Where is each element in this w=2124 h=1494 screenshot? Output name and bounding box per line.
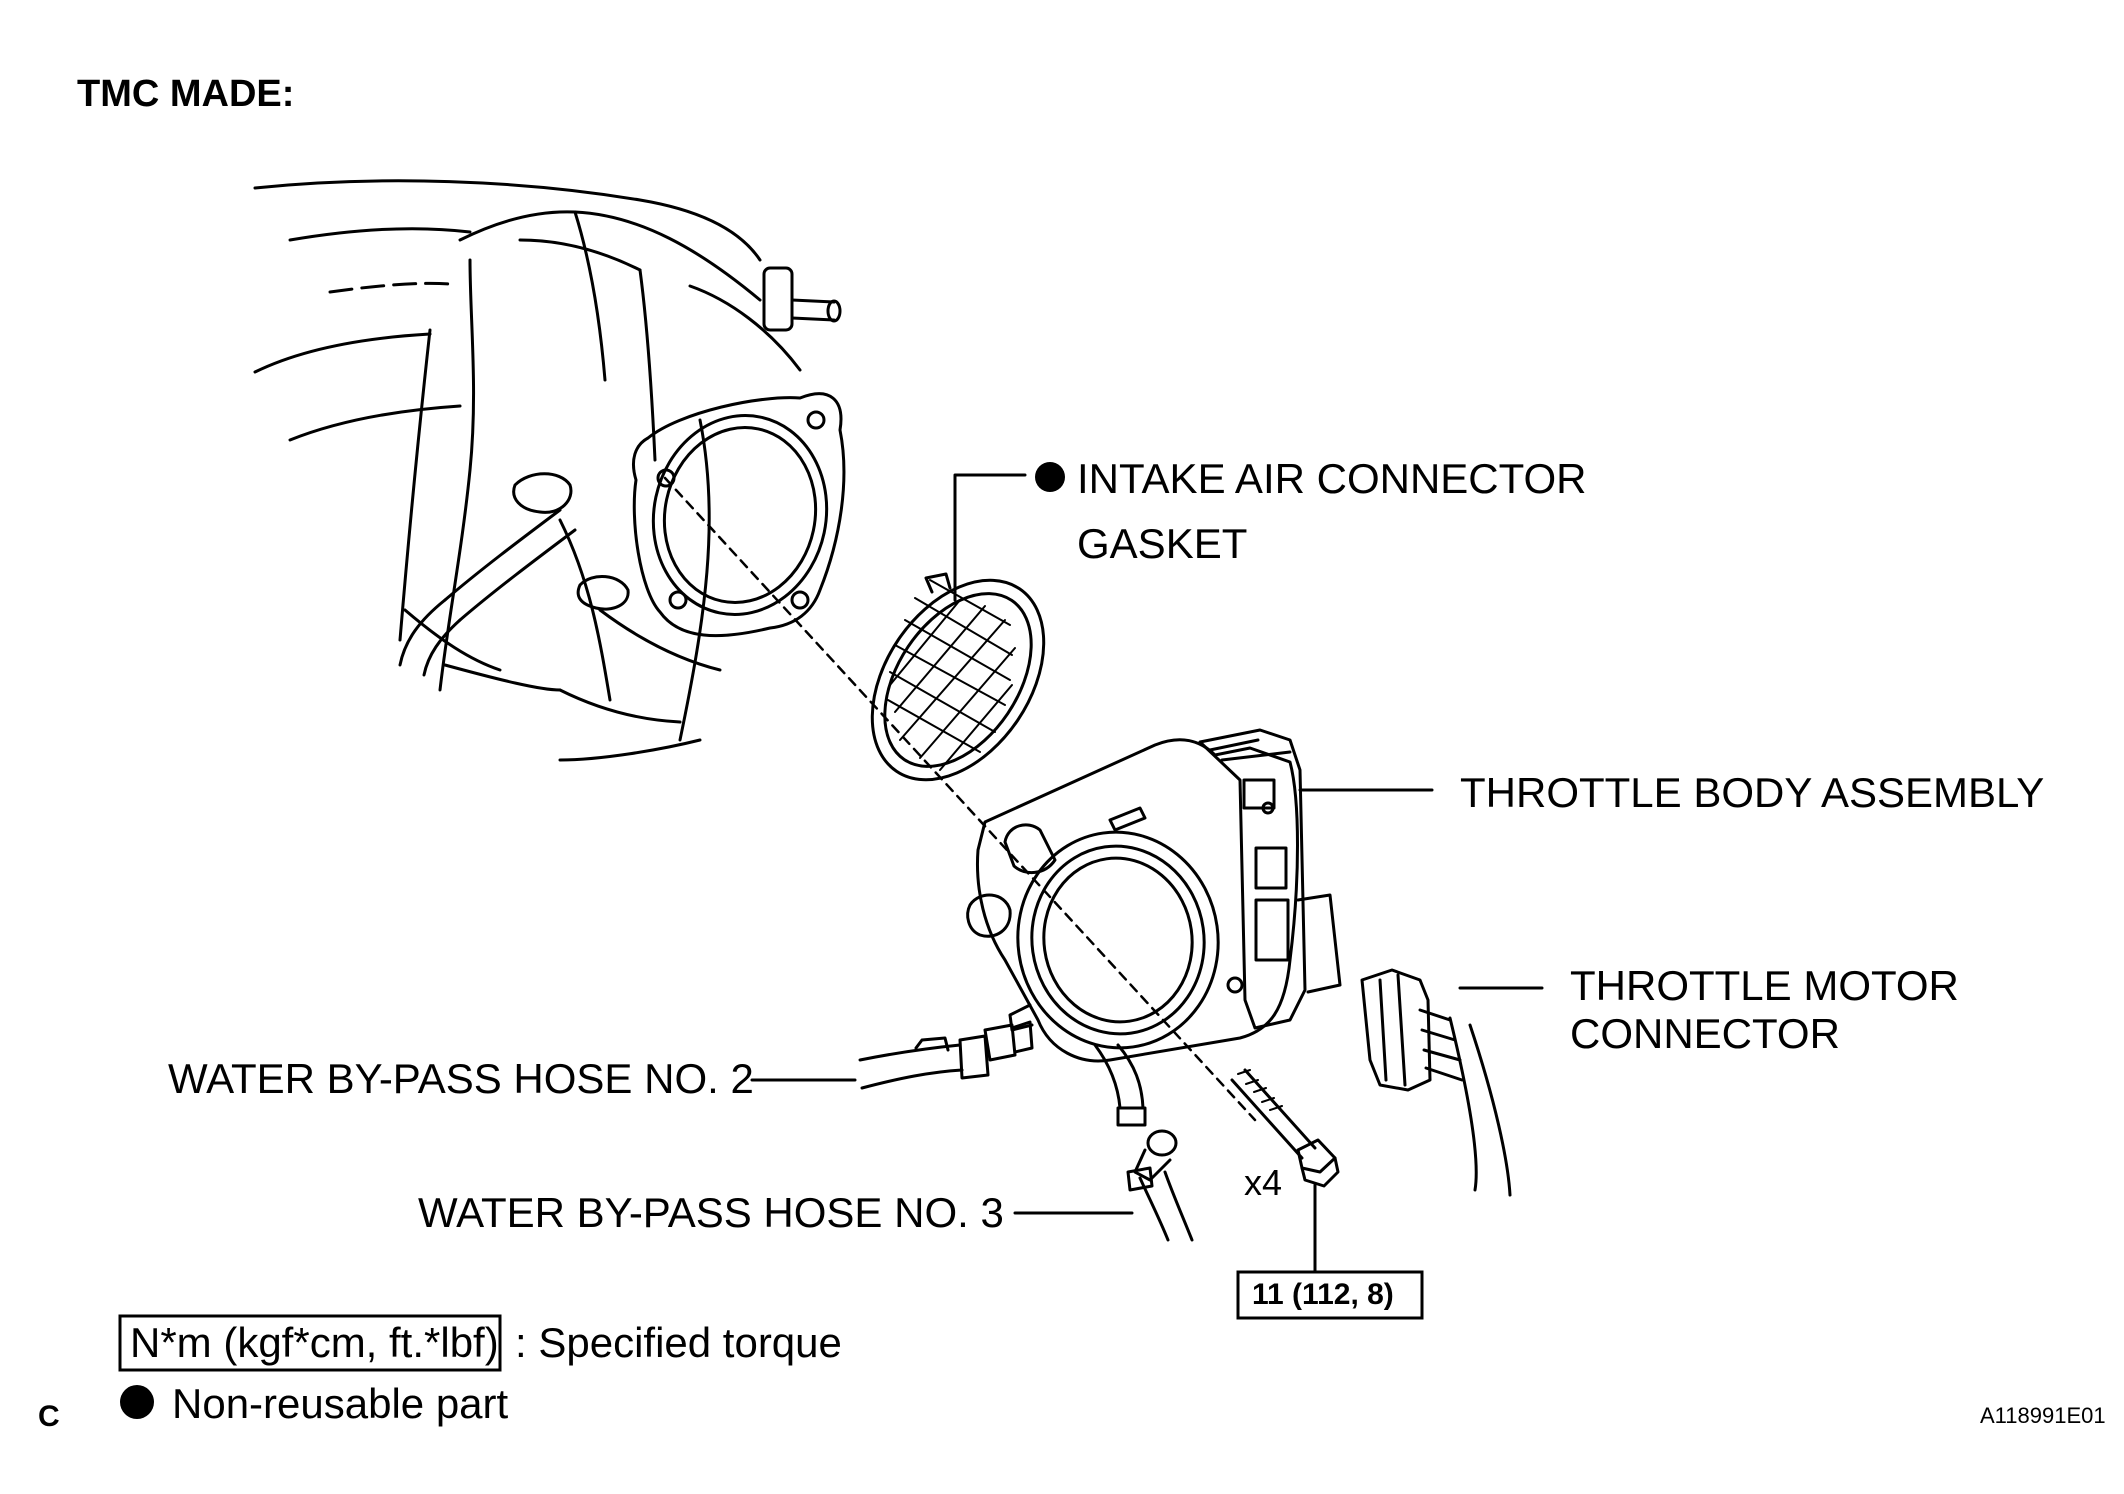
legend-nonreusable-text: Non-reusable part: [172, 1380, 509, 1427]
label-throttle-body: THROTTLE BODY ASSEMBLY: [1460, 769, 2045, 816]
manifold-flange-drawing: [632, 392, 846, 638]
leader-gasket: [953, 473, 1027, 602]
figure-id: A118991E01: [1980, 1403, 2106, 1428]
label-gasket-line2: GASKET: [1077, 520, 1248, 567]
water-bypass-hose-3-drawing: [1126, 1129, 1194, 1242]
legend-nonreusable-icon: [120, 1385, 154, 1419]
intake-air-connector-gasket-drawing: [870, 572, 1046, 782]
section-letter: C: [38, 1400, 60, 1433]
label-gasket-line1: INTAKE AIR CONNECTOR: [1077, 455, 1587, 502]
throttle-body-bolt-drawing: [1230, 1068, 1340, 1188]
torque-value: 11 (112, 8): [1252, 1278, 1394, 1311]
label-hose3: WATER BY-PASS HOSE NO. 3: [418, 1189, 1004, 1236]
label-motor-connector-line2: CONNECTOR: [1570, 1010, 1840, 1057]
page-header: TMC MADE:: [77, 73, 295, 115]
alignment-dashed-line: [663, 476, 1257, 1122]
legend-torque-text: : Specified torque: [515, 1319, 842, 1366]
throttle-motor-connector-drawing: [1360, 968, 1512, 1197]
intake-manifold-drawing: [253, 179, 842, 762]
label-bolt-count: x4: [1244, 1162, 1283, 1203]
water-bypass-hose-2-drawing: [858, 1020, 1034, 1090]
legend-torque-box: [118, 1314, 502, 1372]
legend-torque-units: N*m (kgf*cm, ft.*lbf): [130, 1319, 499, 1366]
torque-value-box: [1236, 1270, 1424, 1320]
label-hose2: WATER BY-PASS HOSE NO. 2: [168, 1055, 754, 1102]
label-motor-connector-line1: THROTTLE MOTOR: [1570, 962, 1959, 1009]
nonreusable-marker-icon: [1035, 462, 1065, 492]
throttle-body-assembly-drawing: [966, 728, 1342, 1127]
